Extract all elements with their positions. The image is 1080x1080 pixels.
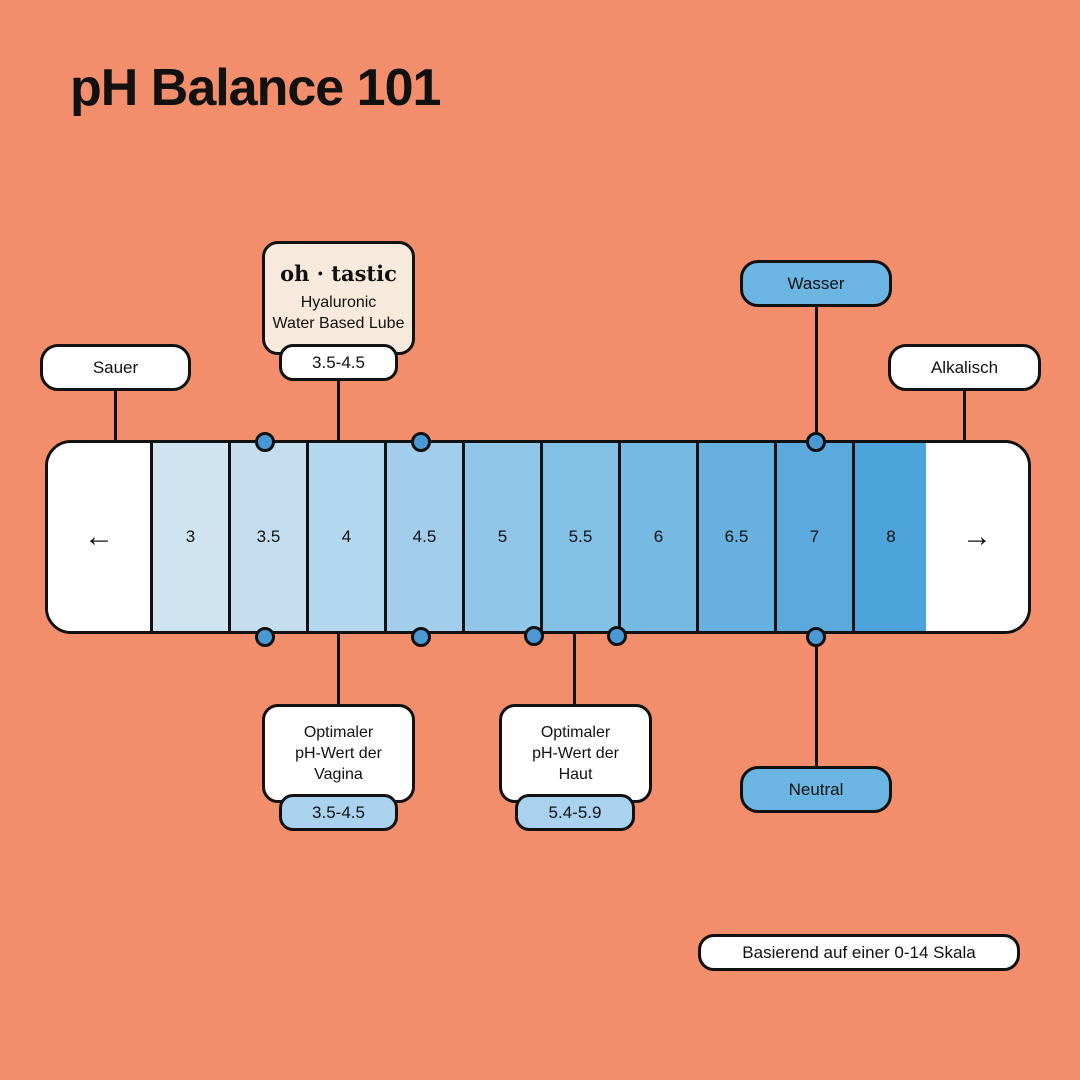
- ph-scale-bar: ← 3 3.5 4 4.5 5 5.5 6 6.5 7 8 →: [45, 440, 1031, 634]
- vagina-connector: [337, 632, 340, 707]
- right-arrow-cell: →: [926, 443, 1028, 631]
- ph-value-label: 6: [653, 527, 664, 546]
- left-arrow-cell: ←: [48, 443, 150, 631]
- product-connector: [337, 380, 340, 442]
- marker-dot: [607, 626, 627, 646]
- ph-value-label: 6.5: [724, 527, 749, 546]
- ph-segment: 5.5: [540, 443, 618, 631]
- product-name-line2: Water Based Lube: [272, 314, 405, 332]
- skin-connector: [573, 632, 576, 707]
- product-name-line1: Hyaluronic: [300, 293, 377, 311]
- ph-value-label: 5.5: [568, 527, 593, 546]
- skin-range: 5.4-5.9: [515, 794, 635, 831]
- ph-value-label: 8: [886, 527, 896, 546]
- ph-segment: 6: [618, 443, 696, 631]
- ph-segment: 6.5: [696, 443, 774, 631]
- ph-segment: 8: [852, 443, 930, 631]
- marker-dot: [806, 627, 826, 647]
- ph-value-label: 3: [185, 527, 196, 546]
- water-connector: [815, 305, 818, 440]
- skin-card: Optimaler pH-Wert der Haut: [499, 704, 652, 803]
- ph-segment: 4.5: [384, 443, 462, 631]
- ph-segment: 4: [306, 443, 384, 631]
- neutral-label: Neutral: [740, 766, 892, 813]
- vagina-card: Optimaler pH-Wert der Vagina: [262, 704, 415, 803]
- ph-value-label: 5: [497, 527, 508, 546]
- marker-dot: [411, 627, 431, 647]
- water-label: Wasser: [740, 260, 892, 307]
- neutral-connector: [815, 632, 818, 768]
- ph-segment: 3: [150, 443, 228, 631]
- ph-value-label: 7: [809, 527, 820, 546]
- arrow-right-icon: →: [962, 520, 992, 553]
- ph-segments: 3 3.5 4 4.5 5 5.5 6 6.5 7 8: [150, 443, 930, 631]
- footnote: Basierend auf einer 0-14 Skala: [698, 934, 1020, 971]
- arrow-left-icon: ←: [84, 520, 114, 553]
- brand-logo: oh · tastic: [280, 260, 397, 286]
- marker-dot: [255, 432, 275, 452]
- ph-value-label: 3.5: [256, 527, 281, 546]
- page-title: pH Balance 101: [70, 59, 441, 117]
- ph-value-label: 4.5: [412, 527, 437, 546]
- marker-dot: [806, 432, 826, 452]
- marker-dot: [255, 627, 275, 647]
- ph-value-label: 4: [341, 527, 352, 546]
- vagina-range: 3.5-4.5: [279, 794, 398, 831]
- alkaline-connector: [963, 389, 966, 442]
- ph-segment: 3.5: [228, 443, 306, 631]
- acidic-label: Sauer: [40, 344, 191, 391]
- acidic-connector: [114, 389, 117, 442]
- product-card: oh · tastic Hyaluronic Water Based Lube: [262, 241, 415, 355]
- marker-dot: [411, 432, 431, 452]
- product-range: 3.5-4.5: [279, 344, 398, 381]
- ph-segment: 7: [774, 443, 852, 631]
- marker-dot: [524, 626, 544, 646]
- ph-segment: 5: [462, 443, 540, 631]
- alkaline-label: Alkalisch: [888, 344, 1041, 391]
